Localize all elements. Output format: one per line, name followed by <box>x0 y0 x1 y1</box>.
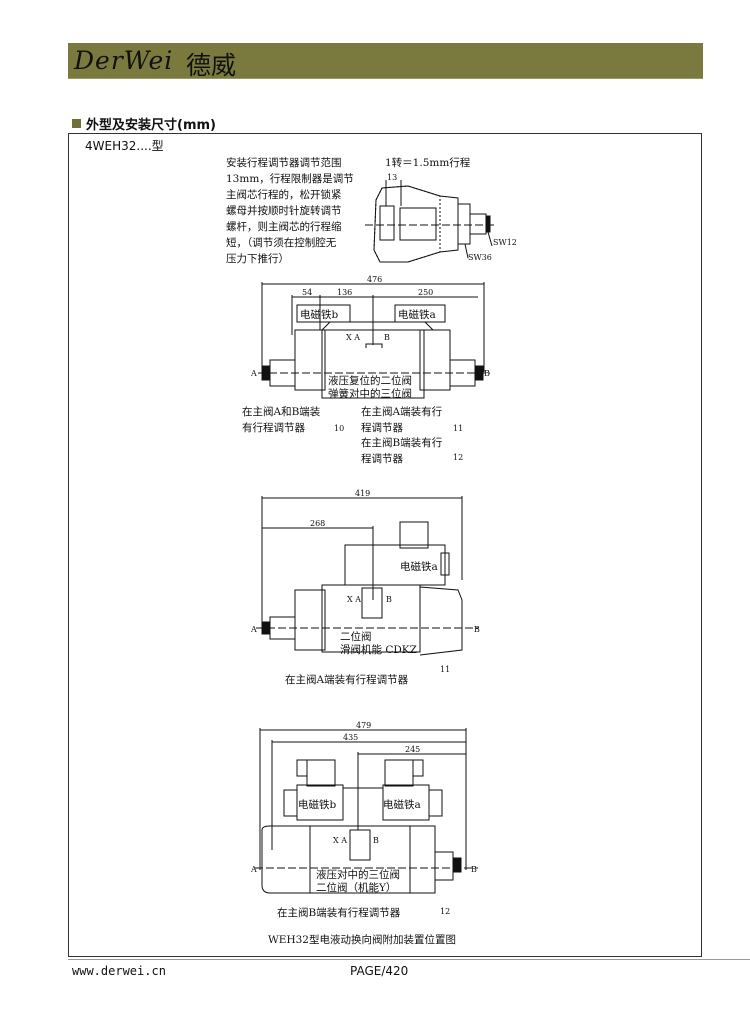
svg-text:B: B <box>471 865 477 874</box>
svg-text:250: 250 <box>418 288 433 297</box>
drawing-2: 419 268 电磁铁a X A B A B 二位阀 滑阀机能 CDKZ 在主阀… <box>250 489 480 686</box>
svg-text:螺杆，则主阀芯的行程缩: 螺杆，则主阀芯的行程缩 <box>226 220 342 233</box>
drawing-1: 476 54 136 250 电磁铁b 电磁铁a X A B A B 液压复位的… <box>242 275 490 465</box>
logo-chinese: 德威 <box>186 51 237 80</box>
svg-text:A: A <box>250 625 257 634</box>
svg-text:11: 11 <box>453 424 463 433</box>
svg-text:弹簧对中的三位阀: 弹簧对中的三位阀 <box>328 387 412 400</box>
svg-text:液压复位的二位阀: 液压复位的二位阀 <box>328 374 412 387</box>
svg-text:419: 419 <box>355 489 370 498</box>
model-label: 4WEH32....型 <box>85 139 164 153</box>
svg-text:13mm，行程限制器是调节: 13mm，行程限制器是调节 <box>226 172 354 185</box>
svg-text:10: 10 <box>334 424 344 433</box>
svg-text:滑阀机能 CDKZ: 滑阀机能 CDKZ <box>340 643 417 656</box>
svg-text:X A: X A <box>347 595 361 604</box>
svg-text:程调节器: 程调节器 <box>361 453 403 465</box>
svg-text:电磁铁a: 电磁铁a <box>398 308 436 321</box>
svg-text:476: 476 <box>367 275 382 284</box>
svg-text:在主阀A和B端装: 在主阀A和B端装 <box>242 405 321 418</box>
svg-text:在主阀B端装有行: 在主阀B端装有行 <box>361 436 443 449</box>
svg-text:在主阀B端装有行程调节器: 在主阀B端装有行程调节器 <box>277 906 401 919</box>
svg-text:B: B <box>373 836 379 845</box>
svg-text:A: A <box>250 865 257 874</box>
svg-text:电磁铁a: 电磁铁a <box>383 798 421 811</box>
svg-text:安装行程调节器调节范围: 安装行程调节器调节范围 <box>226 156 342 169</box>
section-heading: 外型及安装尺寸(mm) <box>72 114 216 133</box>
svg-text:B: B <box>386 595 392 604</box>
svg-text:电磁铁b: 电磁铁b <box>300 308 338 321</box>
figure-caption: WEH32型电液动换向阀附加装置位置图 <box>268 933 456 946</box>
svg-text:268: 268 <box>310 519 325 528</box>
square-bullet-icon <box>72 119 81 128</box>
svg-text:X A: X A <box>333 836 347 845</box>
svg-text:在主阀A端装有行程调节器: 在主阀A端装有行程调节器 <box>285 673 409 686</box>
svg-text:压力下推行）: 压力下推行） <box>226 252 289 265</box>
content-frame <box>68 133 702 957</box>
svg-text:螺母并按顺时针旋转调节: 螺母并按顺时针旋转调节 <box>226 204 342 217</box>
section-title: 外型及安装尺寸(mm) <box>86 118 216 133</box>
header-banner: DerWei 德威 <box>68 43 703 80</box>
detail-note: 安装行程调节器调节范围 13mm，行程限制器是调节 主阀芯行程的，松开锁紧 螺母… <box>226 156 517 265</box>
svg-text:479: 479 <box>356 721 371 730</box>
svg-text:程调节器: 程调节器 <box>361 422 403 434</box>
svg-text:1转＝1.5mm行程: 1转＝1.5mm行程 <box>385 156 471 169</box>
svg-text:SW36: SW36 <box>468 253 492 262</box>
svg-text:136: 136 <box>337 288 352 297</box>
stroke-adjuster-section <box>365 180 495 263</box>
svg-text:主阀芯行程的，松开锁紧: 主阀芯行程的，松开锁紧 <box>226 188 342 201</box>
svg-text:电磁铁a: 电磁铁a <box>400 560 438 573</box>
svg-text:54: 54 <box>302 288 312 297</box>
svg-text:13: 13 <box>387 173 397 182</box>
svg-text:在主阀A端装有行: 在主阀A端装有行 <box>361 405 443 418</box>
page-number: PAGE/420 <box>350 964 409 978</box>
svg-text:短，（调节须在控制腔无: 短，（调节须在控制腔无 <box>226 236 337 249</box>
logo: DerWei <box>74 46 174 75</box>
svg-text:电磁铁b: 电磁铁b <box>298 798 336 811</box>
svg-text:12: 12 <box>440 907 450 916</box>
drawing-3: 479 435 245 电磁铁b 电磁铁a X A B A B 液压对中的三位阀… <box>250 721 478 946</box>
svg-text:B: B <box>484 369 490 378</box>
svg-text:245: 245 <box>405 745 420 754</box>
svg-text:B: B <box>384 333 390 342</box>
svg-text:有行程调节器: 有行程调节器 <box>242 421 305 434</box>
svg-text:11: 11 <box>440 665 450 674</box>
svg-text:435: 435 <box>343 733 358 742</box>
footer-divider <box>68 959 750 960</box>
footer-url[interactable]: www.derwei.cn <box>72 964 166 978</box>
svg-text:X A: X A <box>346 333 360 342</box>
svg-text:B: B <box>474 625 480 634</box>
svg-text:液压对中的三位阀: 液压对中的三位阀 <box>316 868 400 881</box>
svg-text:二位阀（机能Y）: 二位阀（机能Y） <box>316 881 396 894</box>
svg-text:12: 12 <box>453 453 463 462</box>
svg-text:A: A <box>250 369 257 378</box>
svg-text:SW12: SW12 <box>493 238 517 247</box>
svg-text:二位阀: 二位阀 <box>340 630 372 643</box>
